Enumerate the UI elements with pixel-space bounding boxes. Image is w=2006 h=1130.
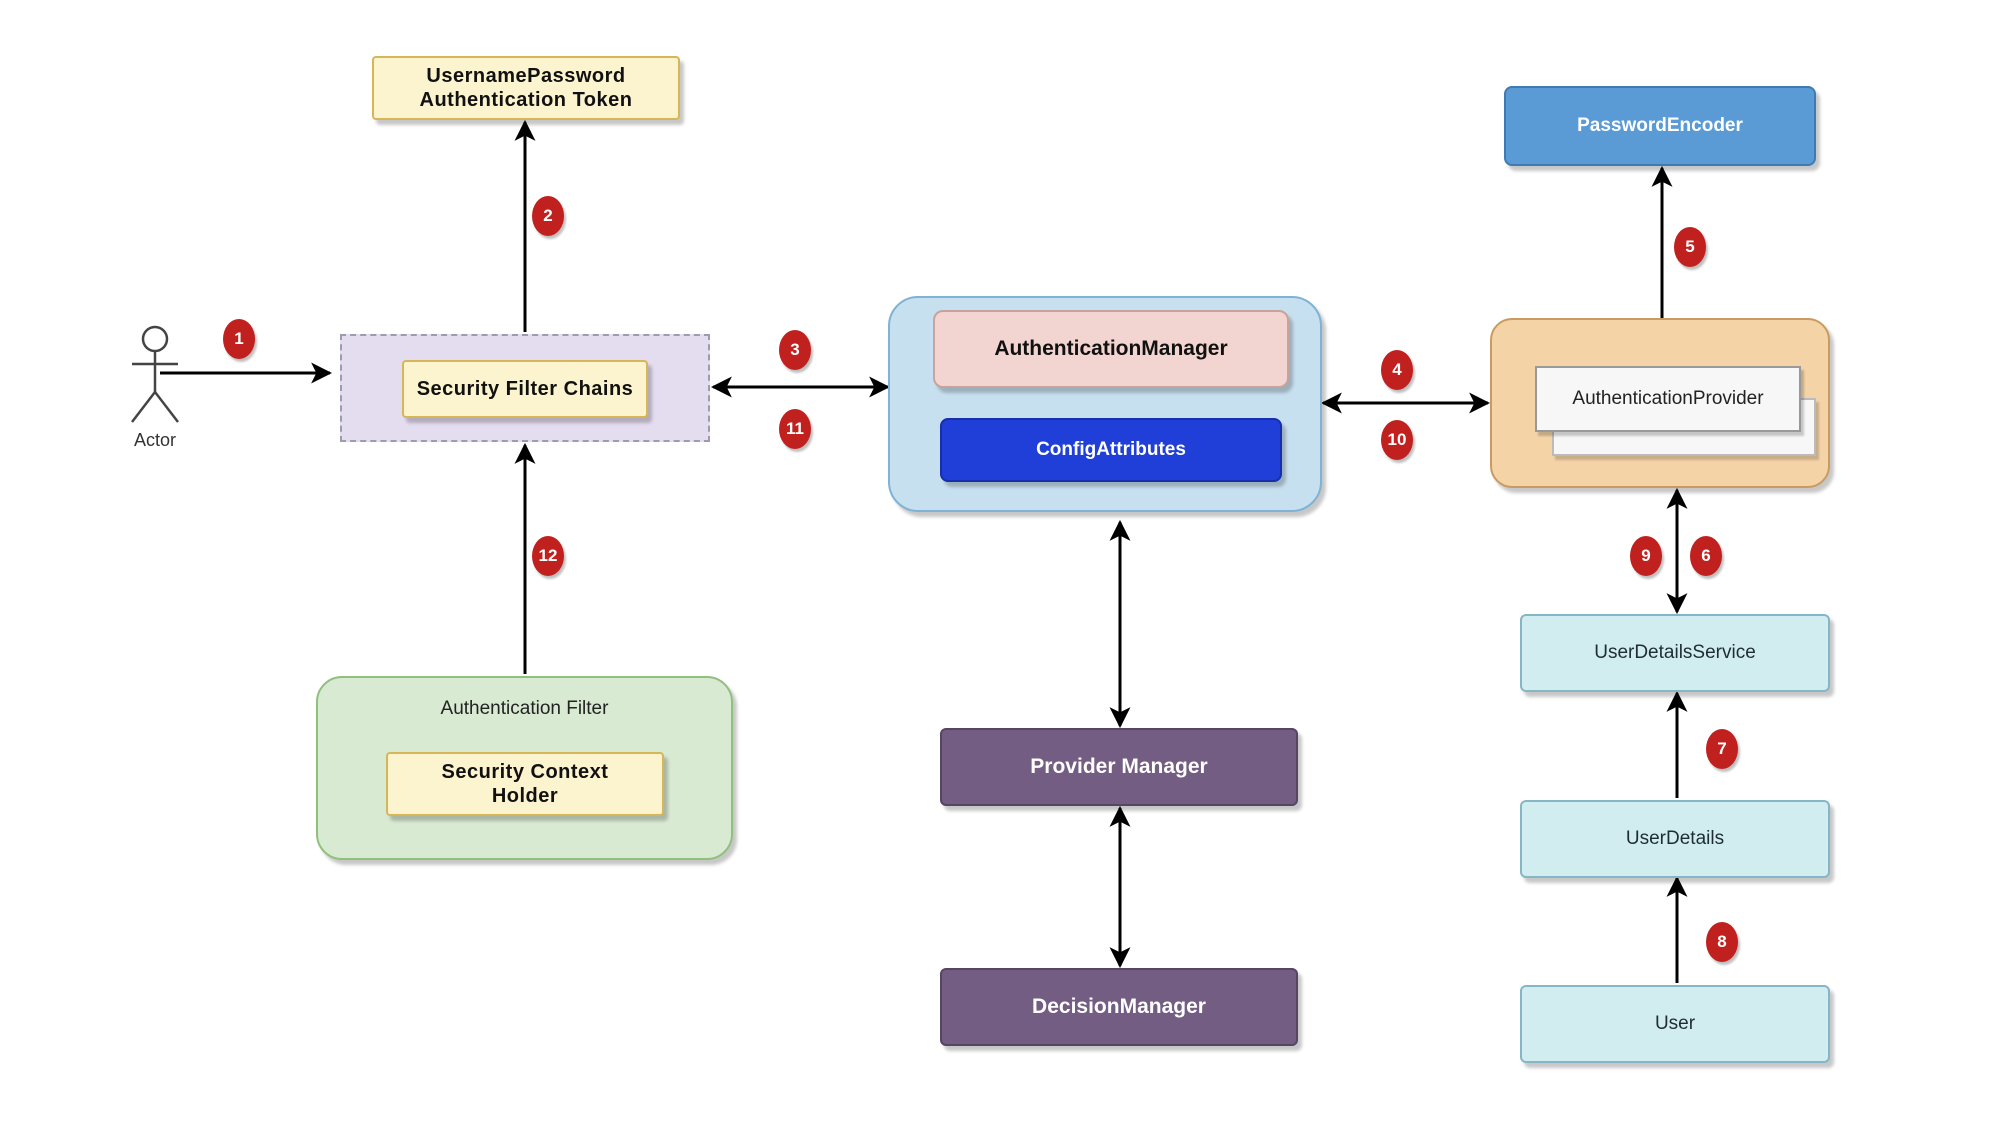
user-details-service-node: UserDetailsService (1520, 614, 1830, 692)
user-node: User (1520, 985, 1830, 1063)
user-details-service-label: UserDetailsService (1594, 641, 1756, 663)
config-attributes-node: ConfigAttributes (940, 418, 1282, 482)
authentication-manager-node: AuthenticationManager (933, 310, 1289, 388)
actor-figure (131, 325, 179, 423)
step-badge-12: 12 (532, 536, 564, 576)
security-filter-chains-label: Security Filter Chains (416, 378, 634, 400)
user-details-node: UserDetails (1520, 800, 1830, 878)
security-context-holder-label: Security Context Holder (441, 761, 609, 807)
password-encoder-label: PasswordEncoder (1577, 114, 1743, 136)
security-filter-chains-node: Security Filter Chains (402, 360, 648, 418)
step-badge-5: 5 (1674, 227, 1706, 267)
provider-manager-node: Provider Manager (940, 728, 1298, 806)
user-details-label: UserDetails (1625, 827, 1725, 849)
security-context-holder-node: Security Context Holder (386, 752, 664, 816)
authentication-filter-label: Authentication Filter (440, 698, 609, 719)
step-badge-11: 11 (779, 409, 811, 449)
provider-manager-label: Provider Manager (1030, 755, 1208, 779)
authentication-provider-node: AuthenticationProvider (1535, 366, 1801, 432)
step-badge-2: 2 (532, 196, 564, 236)
step-badge-7: 7 (1706, 729, 1738, 769)
step-badge-10: 10 (1381, 420, 1413, 460)
user-label: User (1654, 1012, 1696, 1034)
step-badge-8: 8 (1706, 922, 1738, 962)
step-badge-6: 6 (1690, 536, 1722, 576)
step-badge-3: 3 (779, 330, 811, 370)
actor-label: Actor (133, 430, 176, 450)
step-badge-4: 4 (1381, 350, 1413, 390)
step-badge-1: 1 (223, 319, 255, 359)
step-badge-9: 9 (1630, 536, 1662, 576)
authentication-provider-label: AuthenticationProvider (1572, 387, 1764, 409)
decision-manager-node: DecisionManager (940, 968, 1298, 1046)
decision-manager-label: DecisionManager (1032, 995, 1206, 1019)
password-encoder-node: PasswordEncoder (1504, 86, 1816, 166)
authentication-manager-label: AuthenticationManager (994, 337, 1228, 361)
username-password-token-label: UsernamePassword Authentication Token (419, 65, 633, 111)
config-attributes-label: ConfigAttributes (1036, 438, 1186, 460)
username-password-token-node: UsernamePassword Authentication Token (372, 56, 680, 120)
